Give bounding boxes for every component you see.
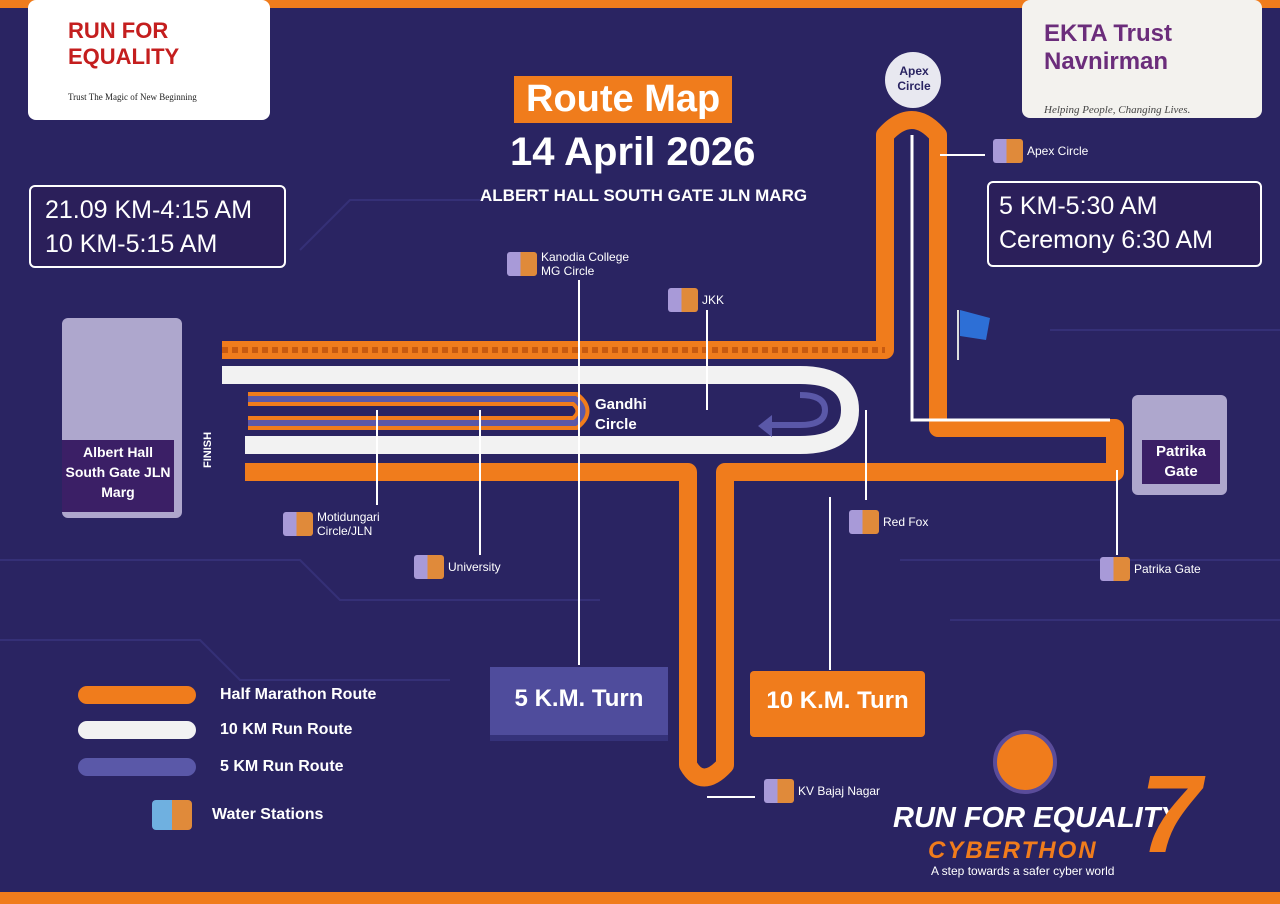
logo-text: EKTA Trust Navnirman (1044, 20, 1173, 75)
water-station: JKK (668, 288, 724, 312)
logo-tagline: Helping People, Changing Lives. (1044, 104, 1191, 116)
water-station-icon (283, 512, 313, 536)
water-station: Apex Circle (993, 139, 1088, 163)
run-for-equality-logo: RUN FOR EQUALITY Trust The Magic of New … (28, 0, 270, 120)
water-station-icon (507, 252, 537, 276)
water-station-icon (849, 510, 879, 534)
brand-line1: RUN FOR EQUALITY (893, 802, 1180, 834)
water-station: Patrika Gate (1100, 557, 1201, 581)
legend-label: 10 KM Run Route (220, 721, 353, 738)
logo-text: RUN FOR EQUALITY (68, 18, 180, 69)
legend-swatch-purple (78, 758, 196, 776)
brand-number: 7 (1140, 753, 1202, 876)
water-station-icon (993, 139, 1023, 163)
water-station-label: Kanodia College MG Circle (541, 250, 630, 278)
water-station-label: University (448, 560, 501, 574)
finish-label: FINISH (202, 431, 215, 469)
water-station: University (414, 555, 501, 579)
event-date: 14 April 2026 (510, 130, 756, 174)
water-station-label: Motidungari Circle/JLN (317, 510, 380, 538)
brand-tagline: A step towards a safer cyber world (931, 864, 1115, 878)
legend-swatch-orange (78, 686, 196, 704)
start-times-right: 5 KM-5:30 AM Ceremony 6:30 AM (987, 181, 1262, 267)
water-station-label: KV Bajaj Nagar (798, 784, 881, 798)
water-station-icon (152, 800, 192, 830)
water-station-label: Patrika Gate (1134, 562, 1201, 576)
water-station-label: JKK (702, 293, 725, 307)
apex-circle-label: Apex Circle (897, 64, 931, 93)
time-ceremony: Ceremony 6:30 AM (999, 226, 1213, 254)
legend-label: Water Stations (212, 806, 324, 823)
water-station-label: Apex Circle (1027, 144, 1089, 158)
gandhi-circle-label: Gandhi Circle (595, 396, 647, 433)
water-station: Kanodia College MG Circle (507, 250, 651, 278)
page-title: Route Map (514, 76, 733, 123)
legend-label: Half Marathon Route (220, 686, 377, 703)
5km-route (248, 392, 590, 430)
legend-swatch-white (78, 721, 196, 739)
time-10km: 10 KM-5:15 AM (45, 230, 218, 258)
legend-half-marathon: Half Marathon Route (78, 686, 376, 704)
bottom-bar (0, 892, 1280, 904)
legend-10km: 10 KM Run Route (78, 721, 352, 739)
brand-line2: CYBERTHON (928, 837, 1098, 864)
water-station: Red Fox (849, 510, 928, 534)
water-station: Motidungari Circle/JLN (283, 510, 397, 538)
legend-label: 5 KM Run Route (220, 758, 344, 775)
top-bar (0, 0, 1280, 8)
patrika-gate-label: Patrika Gate (1142, 440, 1220, 484)
time-5km: 5 KM-5:30 AM (999, 192, 1158, 220)
start-label: Albert Hall South Gate JLN Marg (62, 440, 174, 512)
half-marathon-route (222, 111, 1124, 787)
5km-turn-marker: 5 K.M. Turn (490, 667, 668, 741)
time-half-marathon: 21.09 KM-4:15 AM (45, 196, 253, 224)
start-times-left: 21.09 KM-4:15 AM 10 KM-5:15 AM (29, 185, 286, 268)
ekta-trust-logo: EKTA Trust Navnirman Helping People, Cha… (1022, 0, 1262, 118)
water-station-label: Red Fox (883, 515, 929, 529)
water-station-icon (668, 288, 698, 312)
legend-water: Water Stations (152, 800, 323, 830)
water-station-icon (764, 779, 794, 803)
venue: ALBERT HALL SOUTH GATE JLN MARG (480, 186, 808, 205)
water-station-icon (1100, 557, 1130, 581)
legend-5km: 5 KM Run Route (78, 758, 344, 776)
10km-turn-marker: 10 K.M. Turn (750, 671, 925, 737)
logo-tagline: Trust The Magic of New Beginning (68, 92, 197, 102)
water-station-icon (414, 555, 444, 579)
10km-route (222, 366, 860, 454)
ambedkar-portrait (993, 730, 1057, 794)
water-station: KV Bajaj Nagar (764, 779, 880, 803)
